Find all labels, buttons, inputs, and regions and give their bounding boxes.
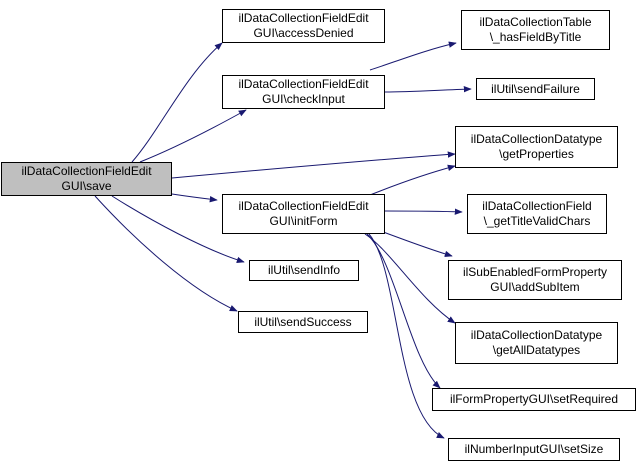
node-get-title-valid-chars-line2: \_getTitleValidChars	[483, 214, 591, 228]
edge-save-initform	[171, 193, 218, 203]
edge-save-getproperties	[171, 151, 456, 179]
node-set-required[interactable]: ilFormPropertyGUI\setRequired	[432, 388, 636, 411]
node-get-all-datatypes-line1: ilDataCollectionDatatype	[470, 328, 603, 342]
node-has-field-by-title[interactable]: ilDataCollectionTable \_hasFieldByTitle	[461, 10, 610, 50]
node-access-denied-line2: GUI\accessDenied	[253, 26, 354, 40]
node-has-field-by-title-line1: ilDataCollectionTable	[479, 15, 592, 29]
node-send-info[interactable]: ilUtil\sendInfo	[249, 260, 359, 281]
edge-checkinput-hasfieldbytitle	[369, 41, 457, 71]
node-check-input-line1: ilDataCollectionFieldEdit	[238, 77, 369, 91]
node-get-title-valid-chars[interactable]: ilDataCollectionField \_getTitleValidCha…	[467, 194, 607, 234]
node-get-properties[interactable]: ilDataCollectionDatatype \getProperties	[455, 126, 618, 168]
node-check-input[interactable]: ilDataCollectionFieldEdit GUI\checkInput	[222, 75, 385, 109]
node-has-field-by-title-line2: \_hasFieldByTitle	[489, 30, 582, 44]
node-set-required-label: ilFormPropertyGUI\setRequired	[449, 392, 619, 406]
node-init-form-line2: GUI\initForm	[269, 214, 338, 228]
node-get-all-datatypes[interactable]: ilDataCollectionDatatype \getAllDatatype…	[455, 322, 618, 364]
node-send-info-label: ilUtil\sendInfo	[267, 263, 341, 277]
edge-initform-gettitlevalidchars	[384, 208, 463, 215]
edge-save-accessdenied	[131, 42, 223, 163]
node-set-size-label: ilNumberInputGUI\setSize	[464, 442, 604, 456]
node-check-input-line2: GUI\checkInput	[262, 92, 345, 106]
edge-save-sendsuccess	[94, 195, 238, 312]
node-init-form-line1: ilDataCollectionFieldEdit	[238, 199, 369, 213]
node-send-failure-label: ilUtil\sendFailure	[491, 81, 580, 96]
node-get-title-valid-chars-line1: ilDataCollectionField	[482, 199, 592, 213]
edge-initform-addsubitem	[374, 228, 453, 258]
edge-checkinput-sendfailure	[384, 86, 472, 93]
edge-save-sendinfo	[111, 195, 245, 263]
node-add-sub-item[interactable]: ilSubEnabledFormProperty GUI\addSubItem	[448, 260, 622, 300]
edge-initform-setsize	[368, 233, 445, 439]
node-save[interactable]: ilDataCollectionFieldEdit GUI\save	[1, 162, 172, 196]
node-get-properties-line1: ilDataCollectionDatatype	[470, 132, 603, 146]
node-save-line2: GUI\save	[61, 179, 112, 193]
node-access-denied[interactable]: ilDataCollectionFieldEdit GUI\accessDeni…	[222, 9, 385, 43]
node-set-size[interactable]: ilNumberInputGUI\setSize	[448, 438, 620, 461]
node-send-success-label: ilUtil\sendSuccess	[254, 314, 352, 329]
node-add-sub-item-line1: ilSubEnabledFormProperty	[462, 265, 608, 279]
edge-save-checkinput	[139, 109, 247, 163]
edge-initform-getalldatatypes	[364, 233, 456, 324]
node-add-sub-item-line2: GUI\addSubItem	[490, 280, 580, 294]
node-init-form[interactable]: ilDataCollectionFieldEdit GUI\initForm	[222, 194, 385, 234]
node-get-all-datatypes-line2: \getAllDatatypes	[492, 343, 581, 357]
node-access-denied-line1: ilDataCollectionFieldEdit	[238, 11, 369, 25]
node-save-line1: ilDataCollectionFieldEdit	[21, 164, 152, 178]
edge-initform-getproperties	[369, 164, 456, 196]
edge-initform-setrequired	[366, 233, 441, 389]
node-send-failure[interactable]: ilUtil\sendFailure	[476, 78, 595, 100]
node-send-success[interactable]: ilUtil\sendSuccess	[238, 311, 368, 333]
node-get-properties-line2: \getProperties	[499, 147, 574, 161]
